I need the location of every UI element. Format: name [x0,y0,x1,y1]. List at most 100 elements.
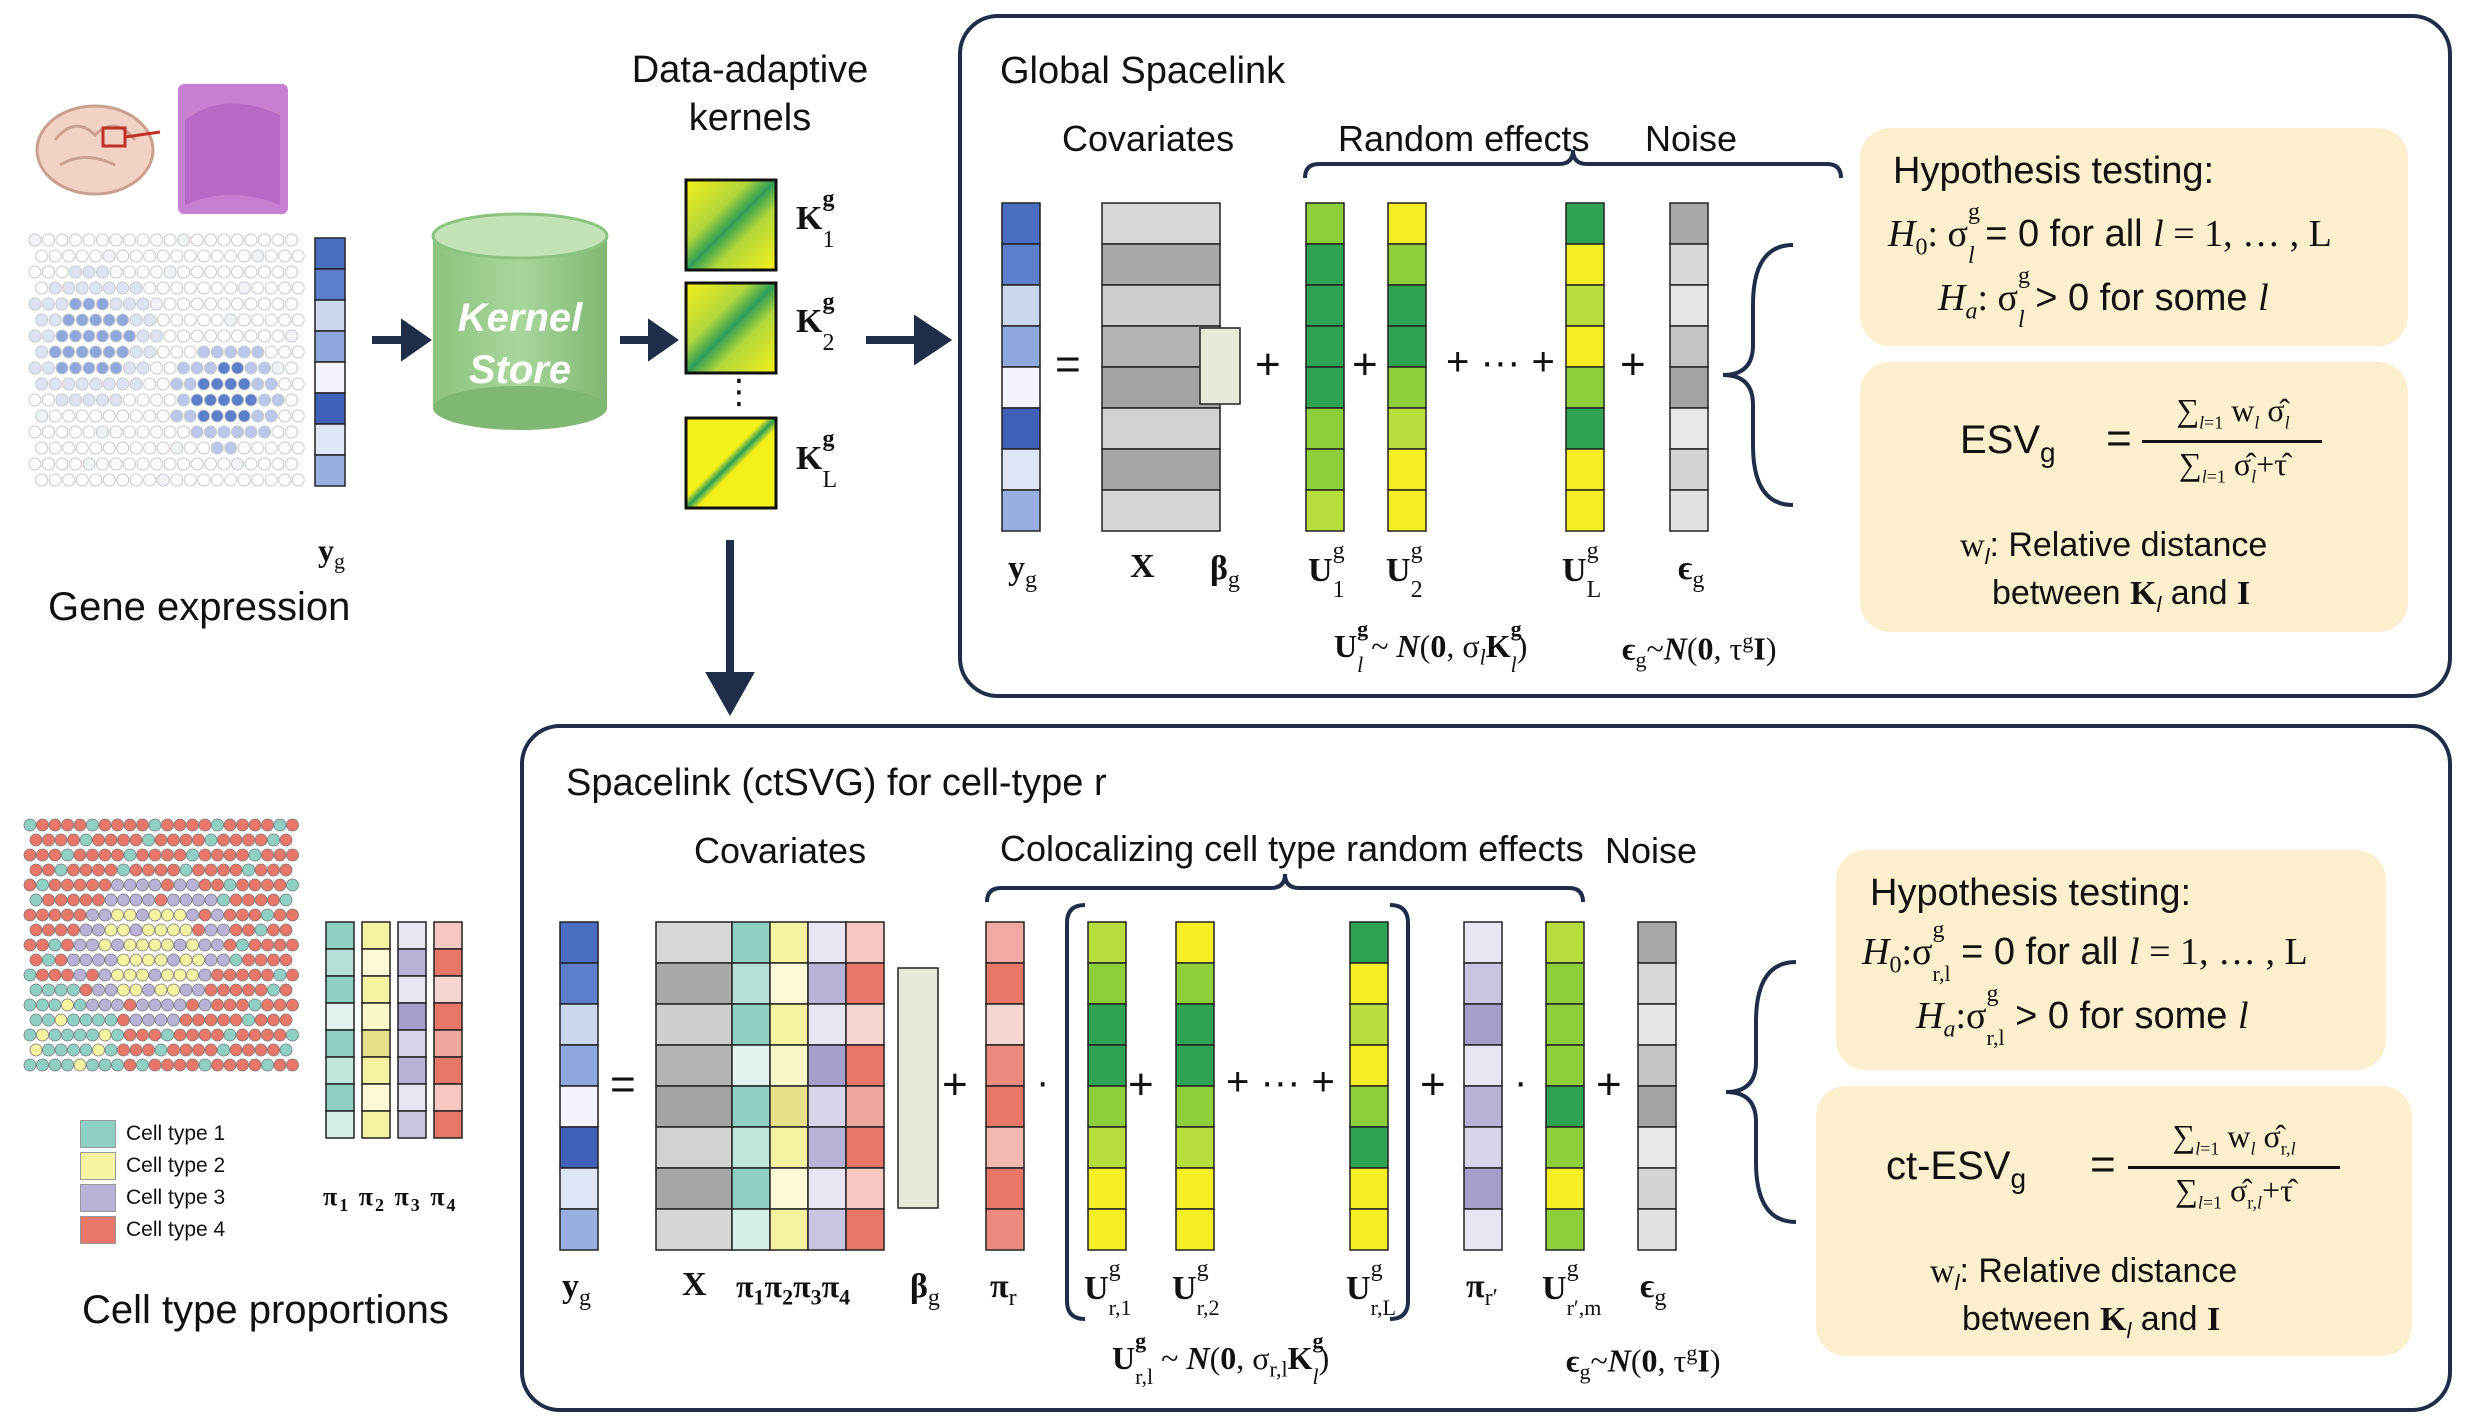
cell [1349,1208,1389,1251]
ct-label-pis: π1π2π3π4 [736,1268,851,1310]
spot [258,265,271,279]
cell [314,299,346,332]
spot [82,233,96,247]
spot [217,953,230,967]
spot [278,313,292,327]
spot [211,908,224,922]
cell [1669,489,1709,532]
cell [1305,243,1345,286]
spot [116,249,130,263]
spot [42,265,55,279]
spot [102,409,116,423]
spot [89,249,103,263]
spot [75,473,89,487]
spot [190,425,204,439]
spot [204,393,217,407]
spot [224,313,238,327]
spot [73,848,87,862]
spot [279,923,293,937]
spot [177,265,190,279]
spot [286,938,299,952]
cell [769,1167,809,1210]
cell [1565,448,1605,491]
spot [183,281,197,295]
cell [655,1044,733,1087]
spot [264,409,278,423]
spot [154,863,168,877]
global-label-beta: βg [1210,550,1240,593]
cell [1175,1126,1215,1169]
spot [156,409,170,423]
cell [559,921,599,964]
spot [217,457,231,471]
cell [1545,1167,1585,1210]
spot [109,265,123,279]
spot [48,878,62,892]
spot [123,329,136,343]
spot [35,473,49,487]
spot [278,409,292,423]
cell [1545,1126,1585,1169]
spot [75,409,89,423]
spot [67,863,80,877]
spot [211,848,224,862]
spot [136,848,149,862]
spot [116,473,130,487]
cell [1087,1085,1127,1128]
spot [261,908,274,922]
spot [109,233,123,247]
spot [92,893,105,907]
spot [89,345,103,359]
spot [150,329,163,343]
spot [42,329,55,343]
U1-column-global [1305,202,1345,532]
spot [231,457,244,471]
ct-spacelink-panel [520,724,2452,1412]
spot [224,345,238,359]
beta-vector-ct [897,967,939,1209]
spot [150,457,163,471]
spot [192,1043,205,1057]
y-vector-global [1001,202,1041,532]
spot [186,818,199,832]
spot [28,233,42,247]
spot [231,265,244,279]
spot [231,233,244,247]
spot [197,281,211,295]
spot [217,983,230,997]
cell [361,1029,391,1058]
spot [54,833,68,847]
spot [92,1043,105,1057]
spot [204,233,217,247]
spot [75,281,89,295]
cell [1669,325,1709,368]
spot [142,863,155,877]
spot [143,473,157,487]
spot [198,1058,212,1072]
cell [361,975,391,1004]
spot [148,998,162,1012]
spot [173,848,187,862]
global-plus: + [1255,340,1281,389]
cell [845,1044,885,1087]
spot [98,998,112,1012]
spot [223,1058,237,1072]
spot [142,923,155,937]
spot [61,1058,74,1072]
spot [190,457,204,471]
spot [210,441,224,455]
spot [229,863,243,877]
spot [129,249,143,263]
spot [123,425,136,439]
cell [655,921,733,964]
spot [54,893,68,907]
spot [217,425,231,439]
ct-hyp-title: Hypothesis testing: [1870,872,2192,914]
cell [1565,325,1605,368]
spot [42,425,55,439]
spot [291,409,305,423]
spot [55,425,69,439]
spot [42,233,55,247]
